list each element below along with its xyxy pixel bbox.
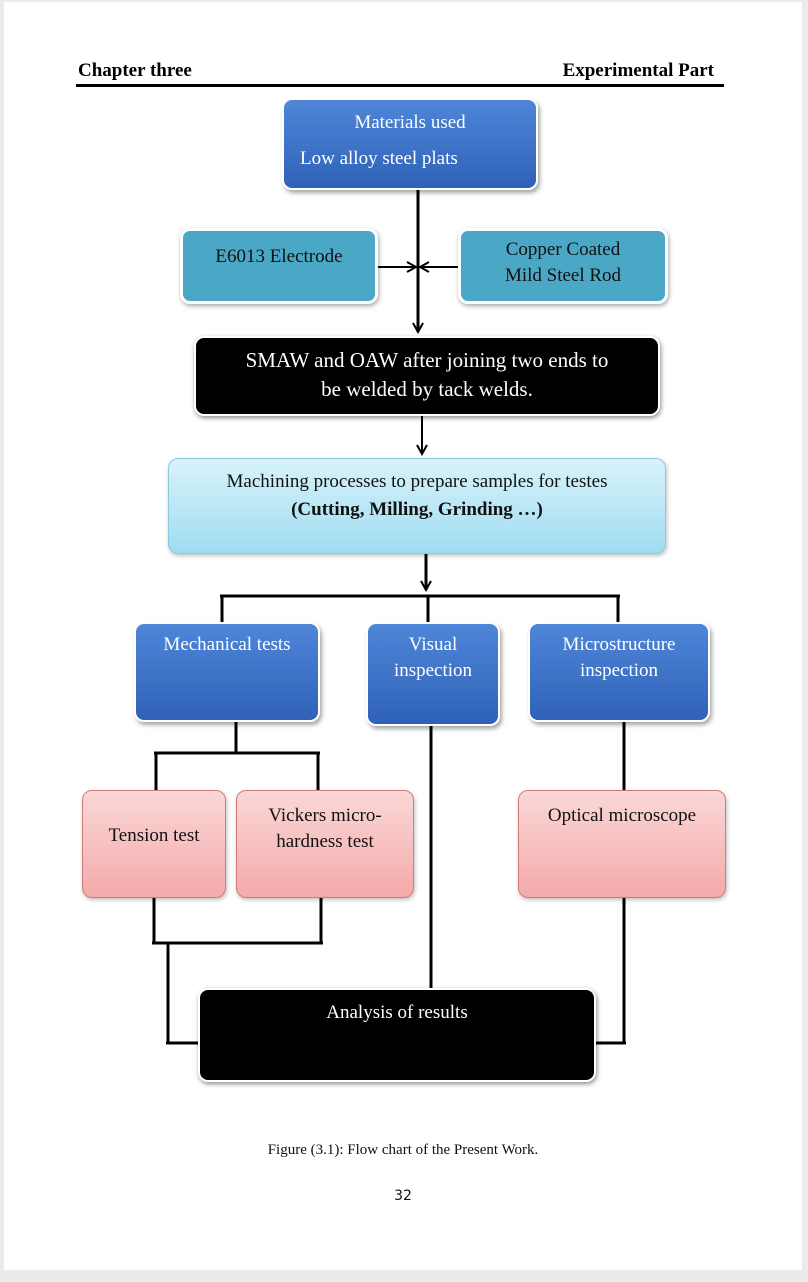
chapter-header: Chapter three — [78, 60, 192, 81]
welding-line1: SMAW and OAW after joining two ends to — [245, 348, 609, 372]
machining-line1: Machining processes to prepare samples f… — [226, 471, 608, 492]
vickers-line2: hardness test — [276, 831, 374, 852]
electrode-label: E6013 Electrode — [215, 246, 343, 267]
analysis-box: Analysis of results — [198, 988, 596, 1082]
materials-title: Materials used — [354, 112, 466, 133]
materials-box: Materials used Low alloy steel plats — [282, 98, 538, 190]
visual-line1: Visual — [408, 634, 458, 655]
rod-label-line1: Copper Coated — [505, 239, 621, 260]
section-header: Experimental Part — [562, 60, 714, 81]
microstructure-inspection-box: Microstructure inspection — [528, 622, 710, 722]
analysis-label: Analysis of results — [326, 1002, 468, 1023]
visual-line2: inspection — [393, 660, 473, 681]
document-page: Chapter three Experimental Part — [4, 2, 802, 1270]
machining-line2: (Cutting, Milling, Grinding …) — [291, 499, 543, 520]
welding-box: SMAW and OAW after joining two ends to b… — [194, 336, 660, 416]
header-rule — [76, 84, 724, 87]
electrode-box: E6013 Electrode — [180, 228, 378, 304]
tension-test-box: Tension test — [82, 790, 226, 898]
materials-detail: Low alloy steel plats — [300, 148, 458, 169]
rod-label-line2: Mild Steel Rod — [504, 265, 622, 286]
visual-inspection-box: Visual inspection — [366, 622, 500, 726]
flowchart-connectors — [152, 188, 626, 1045]
mechanical-tests-box: Mechanical tests — [134, 622, 320, 722]
mechanical-tests-label: Mechanical tests — [163, 634, 291, 655]
tension-test-label: Tension test — [108, 825, 200, 846]
rod-box: Copper Coated Mild Steel Rod — [458, 228, 668, 304]
vickers-line1: Vickers micro- — [268, 805, 382, 826]
microstructure-line2: inspection — [579, 660, 659, 681]
welding-line2: be welded by tack welds. — [321, 377, 533, 401]
vickers-test-box: Vickers micro- hardness test — [236, 790, 414, 898]
optical-microscope-label: Optical microscope — [547, 805, 697, 826]
optical-microscope-box: Optical microscope — [518, 790, 726, 898]
figure-caption: Figure (3.1): Flow chart of the Present … — [267, 1142, 539, 1158]
page-number: 32 — [394, 1188, 412, 1204]
microstructure-line1: Microstructure — [562, 634, 676, 655]
machining-box: Machining processes to prepare samples f… — [168, 458, 666, 554]
